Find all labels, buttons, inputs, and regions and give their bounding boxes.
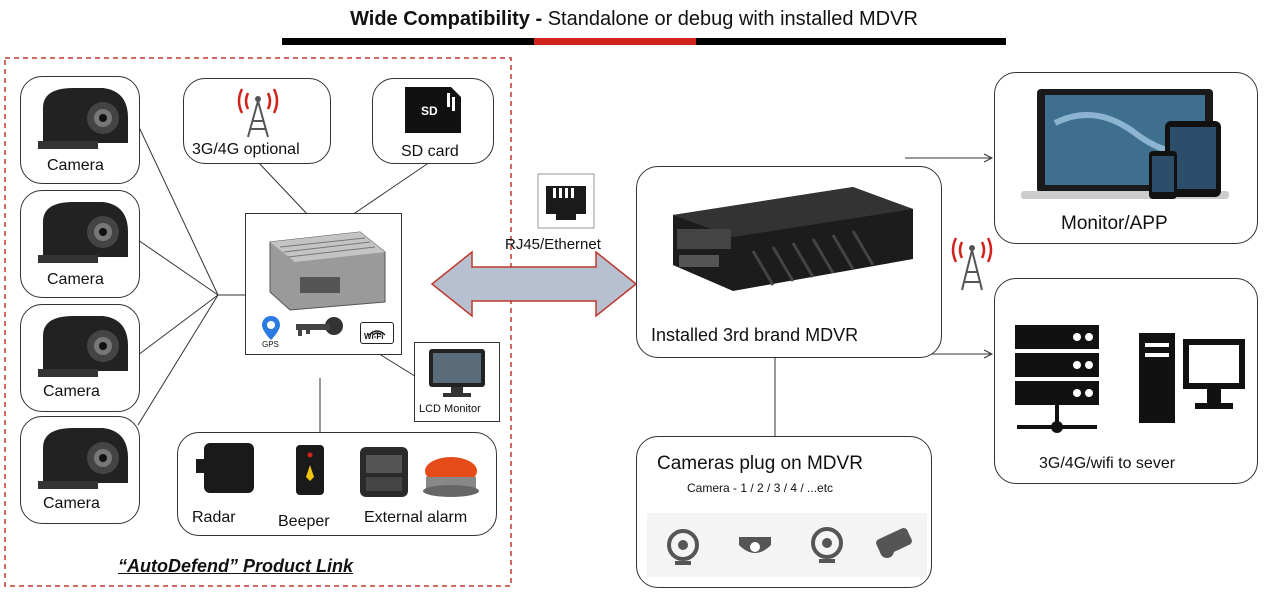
lcd-monitor-label: LCD Monitor (419, 403, 481, 415)
sd-card-icon: SD (405, 87, 461, 133)
accessory-radar: Radar (192, 509, 236, 526)
rj45-port-icon (537, 173, 595, 229)
external-alarm-beacon-icon (423, 457, 479, 497)
webcam-icon (811, 527, 843, 563)
mdvr-cameras-box: Cameras plug on MDVR Camera - 1 / 2 / 3 … (636, 436, 932, 588)
wifi-label: Wi-Fi (364, 332, 384, 341)
camera-card-2: Camera (20, 190, 140, 298)
dvr-device-icon (269, 231, 386, 311)
product-dvr-box: GPS Wi-Fi (245, 213, 402, 355)
wifi-icon (368, 330, 386, 336)
left-panel-border (4, 57, 512, 587)
camera-label: Camera (43, 383, 100, 400)
mdvr-cameras-title: Cameras plug on MDVR (657, 453, 863, 474)
server-box: 3G/4G/wifi to sever (994, 278, 1258, 484)
ethernet-double-arrow (430, 250, 638, 318)
svg-text:SD: SD (421, 104, 438, 118)
lcd-monitor-box: LCD Monitor (414, 342, 500, 422)
server-label: 3G/4G/wifi to sever (1039, 455, 1176, 472)
camera-card-1: Camera (20, 76, 140, 184)
mdvr-device-icon (673, 187, 913, 291)
title-underline-accent (534, 38, 696, 45)
gps-pin-icon (262, 316, 280, 340)
devices-icon (1021, 89, 1229, 199)
camera-card-4: Camera (20, 416, 140, 524)
camera-label: Camera (47, 157, 104, 174)
accessory-beeper: Beeper (278, 513, 330, 530)
page-title: Wide Compatibility - Standalone or debug… (0, 8, 1268, 31)
camera-card-3: Camera (20, 304, 140, 412)
round-camera-icon (667, 529, 699, 565)
sd-card-box: SD SD card (372, 78, 494, 164)
cell-tower-icon (237, 88, 279, 138)
mdvr-box: Installed 3rd brand MDVR (636, 166, 942, 358)
dome-camera-icon (739, 537, 771, 553)
camera-icon (38, 316, 128, 377)
gps-label: GPS (262, 340, 279, 349)
radar-icon (196, 443, 254, 493)
sd-card-label: SD card (401, 143, 459, 160)
wifi-badge: Wi-Fi (360, 322, 394, 344)
title-bold: Wide Compatibility - (350, 8, 543, 30)
mdvr-cameras-subtitle: Camera - 1 / 2 / 3 / 4 / ...etc (687, 481, 834, 495)
network-card: 3G/4G optional (183, 78, 331, 164)
camera-label: Camera (47, 271, 104, 288)
rj45-label: RJ45/Ethernet (505, 236, 601, 253)
mdvr-label: Installed 3rd brand MDVR (651, 325, 859, 345)
bullet-camera-icon (876, 527, 912, 558)
title-underline-left (282, 38, 534, 45)
camera-icon (38, 428, 128, 489)
monitor-app-label: Monitor/APP (1061, 213, 1168, 234)
title-underline-right (696, 38, 1006, 45)
camera-icon (38, 88, 128, 149)
lcd-monitor-icon (429, 349, 485, 397)
network-label: 3G/4G optional (192, 141, 300, 158)
camera-label: Camera (43, 495, 100, 512)
title-rest: Standalone or debug with installed MDVR (547, 8, 918, 30)
beeper-icon (296, 445, 324, 495)
camera-icon (38, 202, 128, 263)
accessories-box: Radar Beeper External alarm (177, 432, 497, 536)
monitor-app-box: Monitor/APP (994, 72, 1258, 244)
cell-tower-icon (951, 237, 993, 291)
external-alarm-speaker-icon (360, 447, 408, 497)
accessory-external-alarm: External alarm (364, 509, 468, 526)
mdvr-camera-icons (647, 513, 927, 577)
key-icon (296, 317, 343, 336)
server-rack-icon (1015, 325, 1099, 433)
desktop-computer-icon (1139, 333, 1245, 423)
product-link-footer[interactable]: “AutoDefend” Product Link (118, 556, 353, 576)
